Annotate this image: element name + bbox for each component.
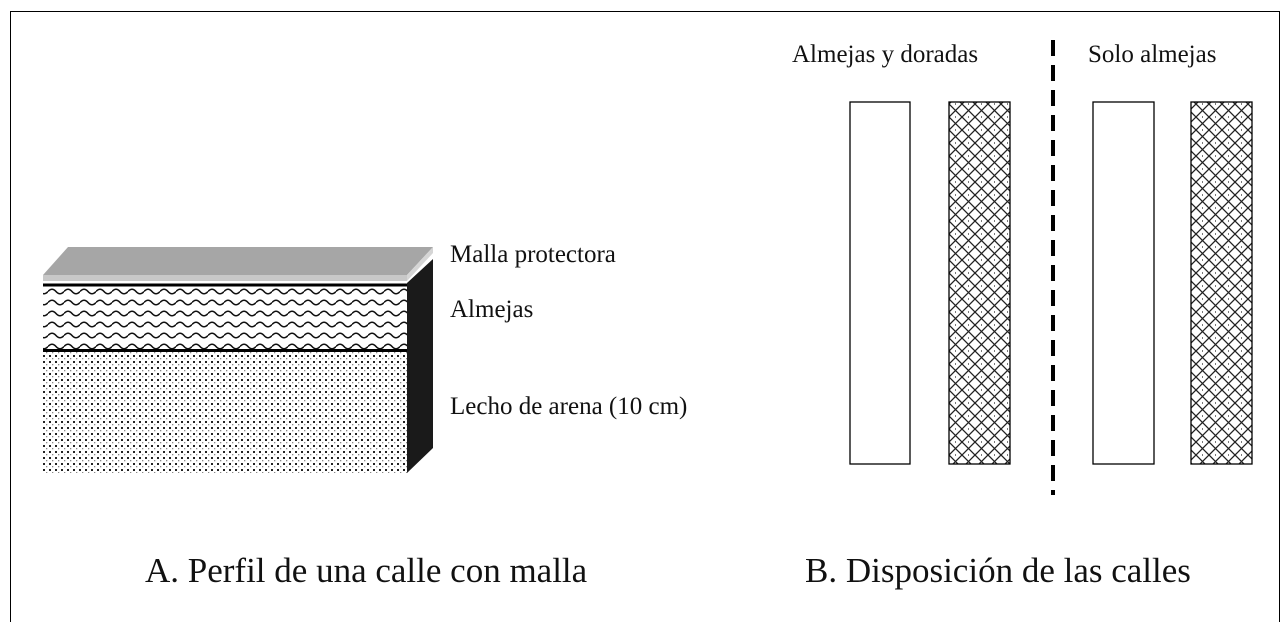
clam-layer bbox=[43, 285, 407, 349]
sand-layer bbox=[43, 350, 407, 473]
lane-mesh-left bbox=[948, 101, 1011, 465]
block-side-face bbox=[407, 259, 433, 473]
protective-mesh-layer bbox=[43, 247, 433, 275]
caption-b: B. Disposición de las calles bbox=[805, 551, 1191, 590]
layer-label-mesh: Malla protectora bbox=[450, 241, 616, 268]
group-label-clams-and-seabream: Almejas y doradas bbox=[792, 41, 978, 68]
profile-block bbox=[43, 247, 433, 473]
group-label-clams-only: Solo almejas bbox=[1088, 41, 1216, 68]
lane-plain-right bbox=[1092, 101, 1155, 465]
layer-label-clams: Almejas bbox=[450, 296, 533, 323]
lane-mesh-right bbox=[1190, 101, 1253, 465]
figure-frame bbox=[10, 11, 1280, 622]
lane-plain-left bbox=[849, 101, 911, 465]
caption-a: A. Perfil de una calle con malla bbox=[145, 551, 588, 590]
layer-label-sand: Lecho de arena (10 cm) bbox=[450, 393, 687, 420]
